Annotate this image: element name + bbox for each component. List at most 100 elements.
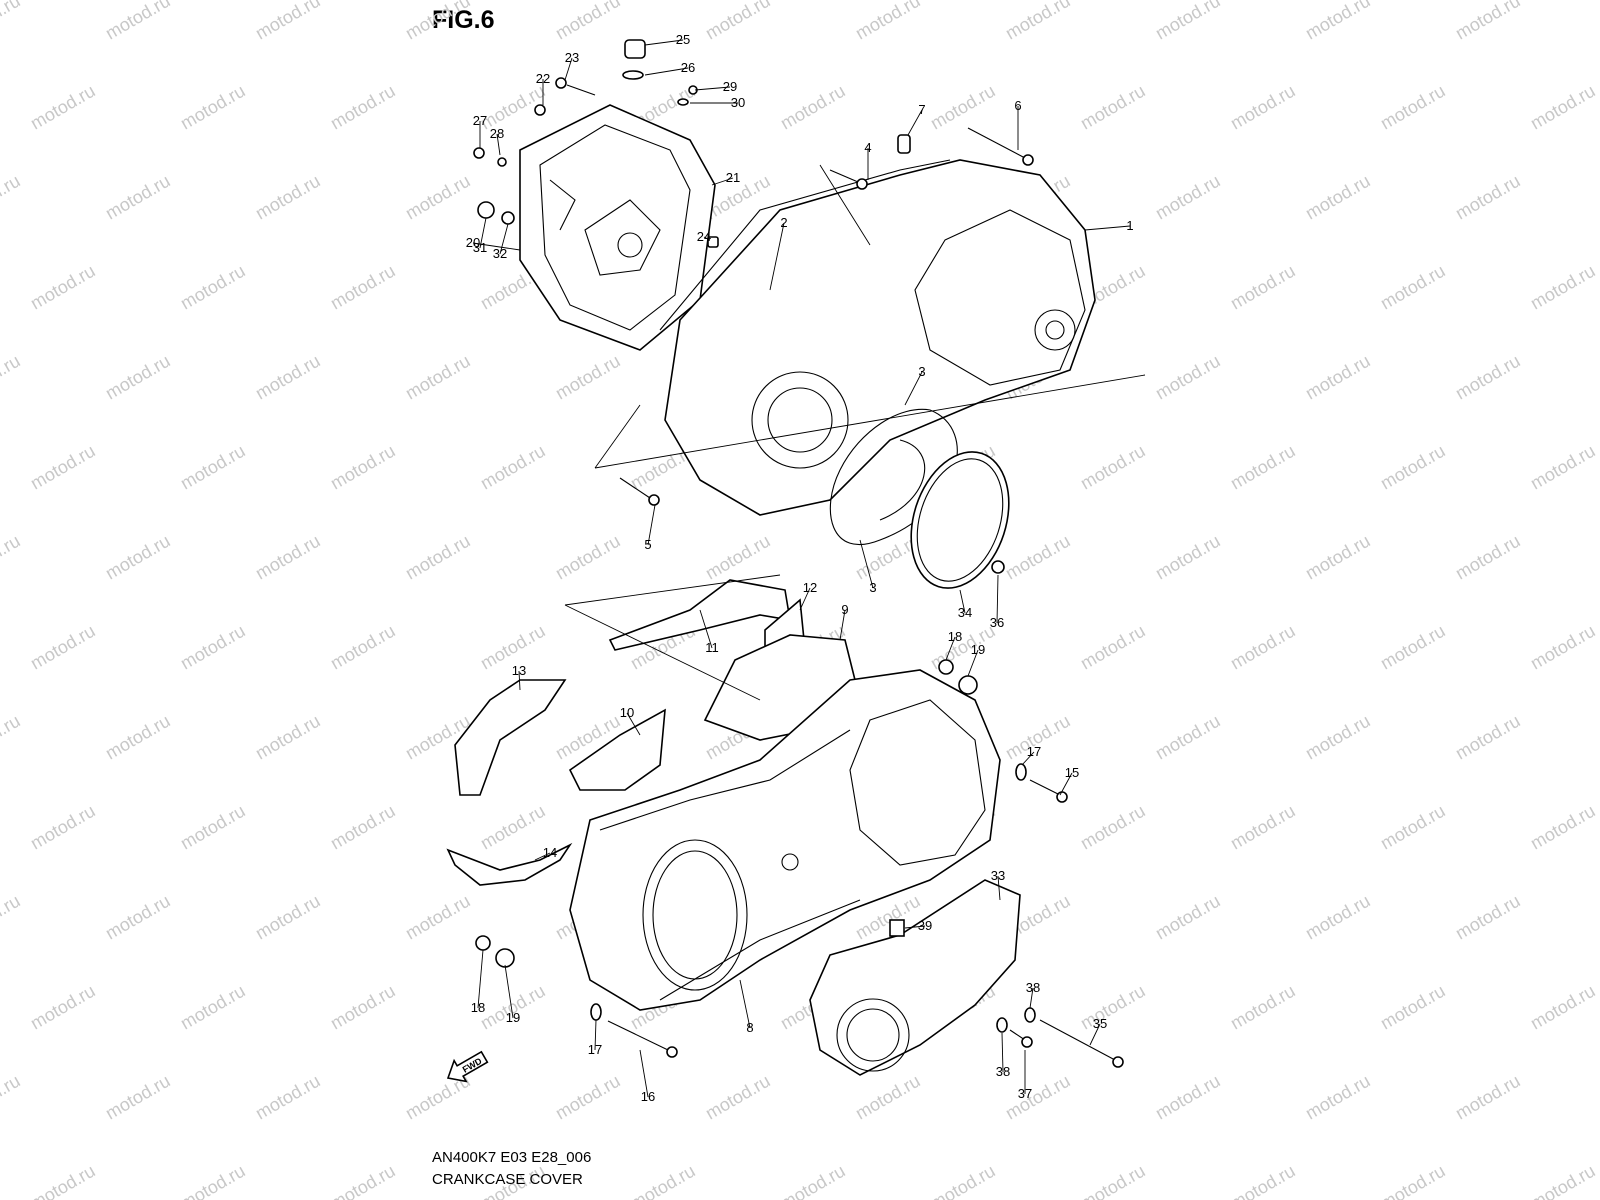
- callout-leader: [904, 371, 923, 406]
- watermark-text: motod.ru: [1452, 0, 1524, 43]
- callout-leader: [504, 964, 514, 1019]
- callout-leader: [769, 222, 785, 291]
- watermark-text: motod.ru: [627, 1161, 699, 1200]
- callout-label: 6: [1014, 98, 1021, 113]
- callout-leader: [703, 236, 711, 241]
- watermark-text: motod.ru: [1452, 171, 1524, 224]
- watermark-text: motod.ru: [1152, 0, 1224, 43]
- callout-leader: [479, 217, 487, 249]
- watermark-text: motod.ru: [1377, 621, 1449, 674]
- watermark-text: motod.ru: [327, 981, 399, 1034]
- watermark-text: motod.ru: [102, 351, 174, 404]
- watermark-text: motod.ru: [252, 351, 324, 404]
- watermark-text: motod.ru: [0, 1071, 24, 1124]
- callout-leader: [626, 712, 641, 736]
- watermark-text: motod.ru: [1377, 801, 1449, 854]
- watermark-text: motod.ru: [327, 1161, 399, 1200]
- watermark-text: motod.ru: [1077, 81, 1149, 134]
- callout-label: 32: [493, 246, 507, 261]
- callout-leader: [1059, 772, 1073, 796]
- watermark-text: motod.ru: [702, 0, 774, 43]
- watermark-text: motod.ru: [477, 801, 549, 854]
- watermark-text: motod.ru: [702, 1071, 774, 1124]
- watermark-text: motod.ru: [327, 801, 399, 854]
- callout-label: 29: [723, 79, 737, 94]
- callout-leader: [1084, 225, 1131, 231]
- watermark-text: motod.ru: [777, 81, 849, 134]
- callout-label: 19: [506, 1010, 520, 1025]
- watermark-text: motod.ru: [552, 0, 624, 43]
- watermark-text: motod.ru: [102, 171, 174, 224]
- watermark-text: motod.ru: [1452, 351, 1524, 404]
- watermark-text: motod.ru: [1152, 711, 1224, 764]
- callout-leader: [496, 133, 501, 156]
- callout-label: 38: [996, 1064, 1010, 1079]
- callout-label: 31: [473, 240, 487, 255]
- callout-label: 3: [918, 364, 925, 379]
- callout-label: 8: [746, 1020, 753, 1035]
- watermark-text: motod.ru: [477, 981, 549, 1034]
- callout-leader: [699, 609, 713, 649]
- watermark-text: motod.ru: [177, 621, 249, 674]
- watermark-text: motod.ru: [477, 441, 549, 494]
- watermark-text: motod.ru: [927, 1161, 999, 1200]
- watermark-text: motod.ru: [1227, 261, 1299, 314]
- callout-leader: [644, 39, 684, 46]
- watermark-text: motod.ru: [27, 801, 99, 854]
- watermark-text: motod.ru: [1452, 1071, 1524, 1124]
- callout-leader: [997, 875, 1001, 901]
- callout-leader: [639, 1049, 649, 1098]
- watermark-text: motod.ru: [0, 0, 24, 43]
- watermark-text: motod.ru: [102, 891, 174, 944]
- diagram-name: CRANKCASE COVER: [432, 1171, 583, 1188]
- watermark-text: motod.ru: [1152, 891, 1224, 944]
- callout-label: 25: [676, 32, 690, 47]
- callout-label: 5: [644, 537, 651, 552]
- watermark-text: motod.ru: [0, 711, 24, 764]
- watermark-text: motod.ru: [852, 1071, 924, 1124]
- watermark-text: motod.ru: [1227, 981, 1299, 1034]
- callout-label: 13: [512, 663, 526, 678]
- watermark-text: motod.ru: [327, 81, 399, 134]
- watermark-text: motod.ru: [27, 621, 99, 674]
- watermark-text: motod.ru: [0, 171, 24, 224]
- callout-label: 23: [565, 50, 579, 65]
- crankcase-cover-lower: [569, 669, 1001, 1011]
- watermark-text: motod.ru: [1377, 81, 1449, 134]
- watermark-text: motod.ru: [1302, 531, 1374, 584]
- watermark-text: motod.ru: [402, 351, 474, 404]
- watermark-text: motod.ru: [1002, 0, 1074, 43]
- watermark-text: motod.ru: [327, 621, 399, 674]
- watermark-text: motod.ru: [927, 81, 999, 134]
- callout-label: 2: [780, 215, 787, 230]
- figure-title: FIG.6: [432, 6, 495, 34]
- watermark-text: motod.ru: [177, 1161, 249, 1200]
- watermark-text: motod.ru: [927, 621, 999, 674]
- callout-label: 36: [990, 615, 1004, 630]
- callout-label: 26: [681, 60, 695, 75]
- callout-label: 18: [948, 629, 962, 644]
- watermark-text: motod.ru: [402, 531, 474, 584]
- watermark-text: motod.ru: [1452, 711, 1524, 764]
- watermark-text: motod.ru: [1152, 351, 1224, 404]
- watermark-text: motod.ru: [1077, 621, 1149, 674]
- callout-label: 14: [543, 845, 557, 860]
- watermark-text: motod.ru: [1227, 801, 1299, 854]
- watermark-text: motod.ru: [1377, 1161, 1449, 1200]
- callout-layer: 1233456789101112131415161717181819192021…: [466, 32, 1134, 1104]
- callout-label: 18: [471, 1000, 485, 1015]
- callout-label: 37: [1018, 1086, 1032, 1101]
- watermark-text: motod.ru: [177, 801, 249, 854]
- watermark-text: motod.ru: [252, 891, 324, 944]
- watermark-text: motod.ru: [1227, 441, 1299, 494]
- callout-label: 28: [490, 126, 504, 141]
- callout-leader: [647, 504, 656, 546]
- watermark-text: motod.ru: [1227, 81, 1299, 134]
- callout-leader: [859, 539, 874, 589]
- callout-label: 20: [466, 235, 480, 250]
- watermark-text: motod.ru: [1152, 1071, 1224, 1124]
- watermark-text: motod.ru: [1377, 261, 1449, 314]
- watermark-text: motod.ru: [777, 1161, 849, 1200]
- watermark-text: motod.ru: [1527, 441, 1599, 494]
